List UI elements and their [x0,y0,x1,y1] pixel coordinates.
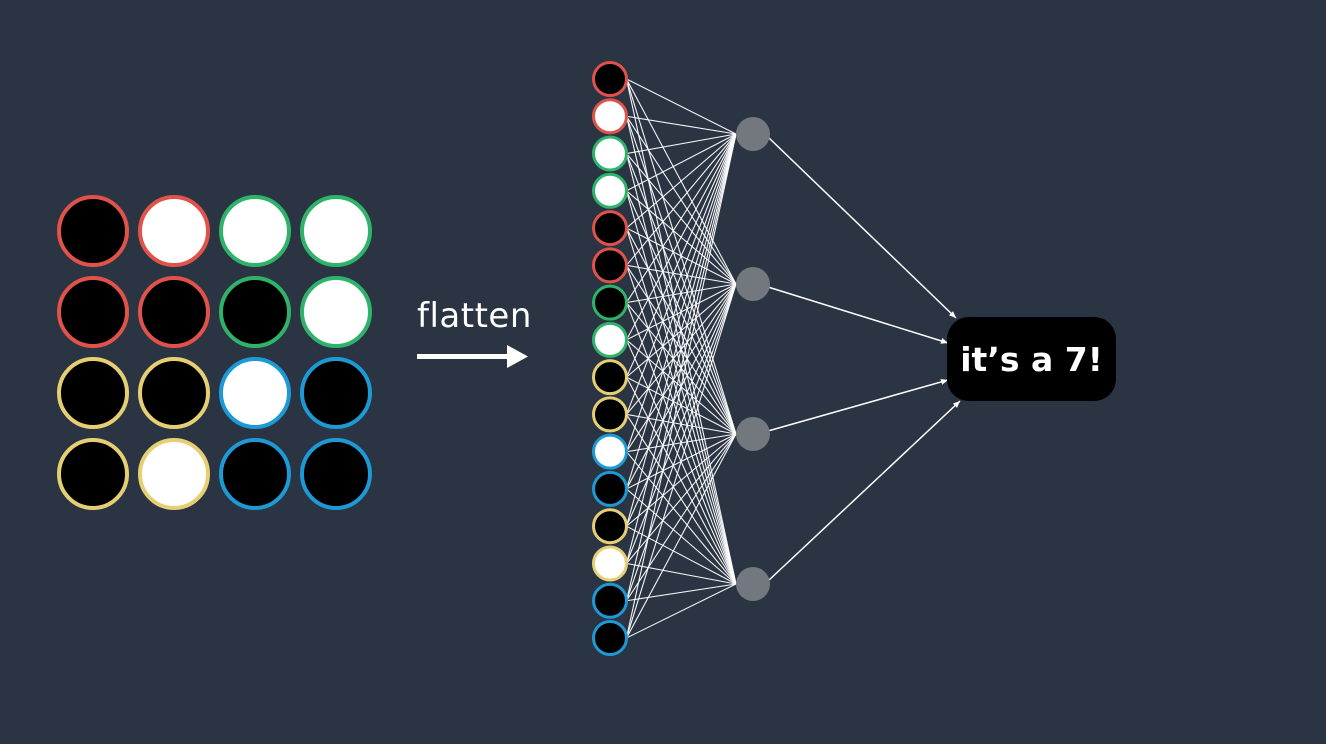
connection-line [626,115,737,135]
connection-line [625,133,737,490]
input-node [592,210,628,247]
input-node [592,620,628,656]
input-node [592,98,628,135]
connection-line [626,583,737,639]
grid-pixel [138,357,210,429]
connection-line [626,133,737,266]
grid-pixel [300,276,372,348]
grid-pixel [57,195,129,267]
connection-line [625,133,737,639]
connection-line [625,133,737,527]
grid-pixel [138,195,210,267]
input-node [592,61,628,97]
input-node [592,321,628,358]
output-arrow [767,400,961,582]
output-box: it’s a 7! [947,317,1116,401]
input-to-hidden-connections [625,78,737,639]
connection-line [626,433,737,602]
connection-line [626,433,737,639]
flatten-label: flatten [417,296,532,336]
output-arrow [767,379,949,432]
flatten-arrow-icon [417,345,528,368]
connection-line [626,433,737,527]
grid-pixel [138,438,210,510]
connection-line [625,133,737,564]
input-node [592,284,628,321]
connection-line [625,133,737,452]
connection-line [625,133,737,415]
connection-line [626,525,737,585]
grid-pixel [219,438,291,510]
connection-line [625,133,737,378]
grid-pixel [300,438,372,510]
output-arrow [767,136,957,319]
connection-line [625,283,737,601]
input-node [592,247,628,284]
input-node [592,508,628,545]
connection-line [626,133,737,155]
connection-line [625,133,737,601]
input-node [592,582,628,619]
pixel-grid [57,195,372,510]
grid-pixel [57,357,129,429]
input-node [592,359,628,396]
input-layer [592,61,628,656]
input-node [592,470,628,507]
grid-pixel [219,357,291,429]
hidden-node [736,567,770,601]
hidden-to-output-connections [767,136,961,582]
connection-line [625,283,737,639]
connection-line [625,283,737,527]
grid-pixel [138,276,210,348]
hidden-node [736,267,770,301]
input-node [592,172,628,209]
grid-pixel [57,438,129,510]
grid-pixel [57,276,129,348]
connection-line [626,133,737,229]
connection-line [626,78,737,135]
connection-line [626,562,737,585]
output-label: it’s a 7! [960,339,1103,379]
hidden-node [736,417,770,451]
hidden-node [736,117,770,151]
grid-pixel [300,357,372,429]
input-node [592,433,628,470]
grid-pixel [300,195,372,267]
hidden-layer [736,117,770,601]
connection-line [626,583,737,602]
input-node [592,396,628,433]
connection-line [626,133,737,341]
output-arrow [767,286,949,344]
connection-line [626,133,737,192]
input-node [592,135,628,172]
grid-pixel [219,276,291,348]
grid-pixel [219,195,291,267]
input-node [592,545,628,582]
connection-line [626,133,737,303]
connection-line [626,433,737,564]
connection-line [625,283,737,564]
